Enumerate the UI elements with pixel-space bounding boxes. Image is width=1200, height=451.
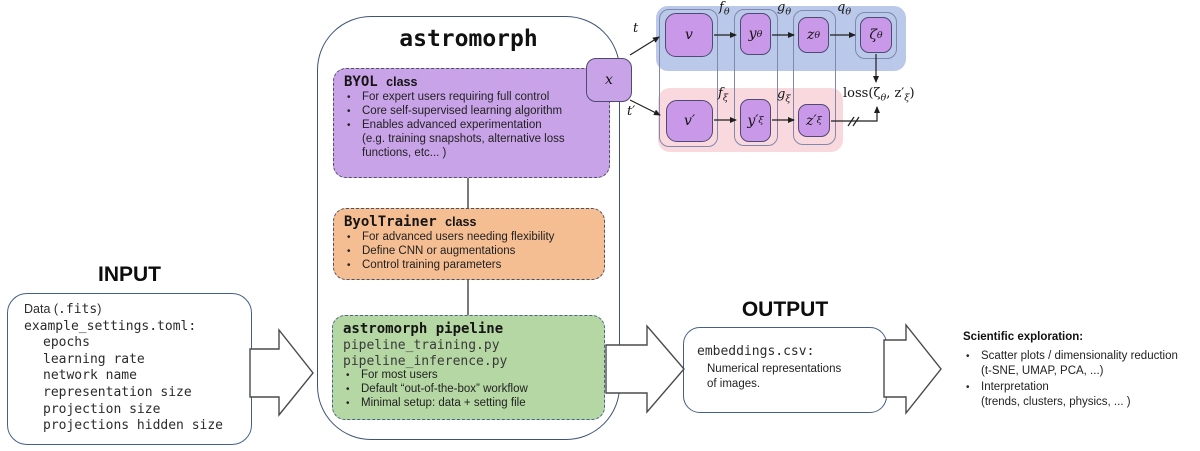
input-data-file: .fits — [58, 302, 98, 317]
pipeline-file: pipeline_inference.py — [343, 353, 508, 369]
byol-class-box: BYOL class •For expert users requiring f… — [333, 68, 610, 178]
trainer-bullet: •Control training parameters — [344, 259, 595, 273]
block-arrow-input-to-astromorph — [249, 327, 314, 417]
byol-bullet: •For expert users requiring full control — [344, 91, 600, 105]
astromorph-title: astromorph — [399, 26, 538, 52]
pipeline-bullet: •Minimal setup: data + setting file — [343, 397, 595, 411]
projection-column-outline — [793, 10, 836, 145]
byol-class-name: BYOL — [344, 74, 378, 90]
exploration-bullet: •Scatter plots / dimensionality reductio… — [963, 349, 1200, 380]
node-v-prime: v′ — [666, 100, 713, 142]
pipeline-heading: astromorph pipeline — [343, 321, 504, 337]
byol-class-heading: BYOL class — [344, 74, 600, 91]
stop-gradient-slash — [852, 116, 860, 127]
pipeline-bullet: •For most users — [343, 369, 595, 383]
input-data-line: Data (.fits) — [24, 302, 251, 319]
trainer-bullet: •For advanced users needing flexibility — [344, 231, 595, 245]
bullet-icon: • — [346, 383, 350, 395]
input-setting: network name — [43, 368, 137, 384]
view-column-outline — [659, 9, 718, 147]
node-z-prime-xi: z′ξ — [798, 104, 830, 137]
bullet-icon: • — [347, 92, 351, 103]
node-v: v — [665, 13, 713, 57]
scientific-exploration: Scientific exploration: •Scatter plots /… — [963, 330, 1200, 411]
edge-label-q-theta: qθ — [837, 0, 852, 18]
bullet-icon: • — [966, 351, 970, 362]
byol-class-type: class — [386, 75, 418, 89]
input-settings-file: example_settings.toml: — [24, 318, 197, 334]
byoltrainer-class-type: class — [445, 215, 477, 229]
pipeline-box: astromorph pipeline pipeline_training.py… — [332, 315, 605, 420]
input-title: INPUT — [98, 263, 161, 286]
aug-label-t: t — [633, 21, 639, 36]
output-box: embeddings.csv: Numerical representation… — [683, 327, 887, 413]
bullet-icon: • — [347, 105, 351, 117]
arrow-x-to-v — [629, 36, 660, 56]
node-x: x — [586, 58, 632, 102]
edge-label-g-theta: gθ — [777, 0, 792, 18]
trainer-bullet: •Define CNN or augmentations — [344, 245, 595, 259]
aug-label-t-prime: t′ — [627, 104, 636, 119]
input-data-prefix: Data ( — [24, 302, 59, 316]
output-title: OUTPUT — [741, 298, 829, 321]
pipeline-bullet: •Default “out-of-the-box” workflow — [343, 383, 595, 397]
input-data-suffix: ) — [97, 302, 102, 316]
exploration-bullet: •Interpretation (trends, clusters, physi… — [963, 380, 1200, 411]
edge-label-f-theta: fθ — [719, 0, 730, 18]
byol-bullet: •Enables advanced experimentation (e.g. … — [344, 119, 600, 161]
input-setting: projection size — [43, 401, 161, 417]
byoltrainer-class-box: ByolTrainer class •For advanced users ne… — [333, 208, 605, 280]
edge-label-f-xi: fξ — [718, 86, 729, 104]
output-description: Numerical representations of images. — [707, 363, 842, 390]
input-setting: epochs — [43, 335, 90, 351]
input-box: Data (.fits) example_settings.toml: epoc… — [7, 293, 252, 445]
node-y-prime-xi: y′ξ — [740, 99, 771, 142]
output-file: embeddings.csv: — [697, 344, 815, 359]
input-setting: learning rate — [43, 351, 145, 367]
exploration-heading: Scientific exploration: — [963, 331, 1084, 343]
byoltrainer-class-heading: ByolTrainer class — [344, 214, 595, 231]
block-arrow-output-to-exploration — [883, 322, 942, 416]
representation-column-outline — [734, 9, 778, 146]
bullet-icon: • — [966, 381, 970, 393]
edge-label-g-xi: gξ — [777, 87, 791, 105]
bullet-icon: • — [347, 245, 351, 257]
stop-gradient-slash — [847, 116, 855, 127]
byol-bullet: •Core self-supervised learning algorithm — [344, 105, 600, 119]
bullet-icon: • — [346, 370, 350, 381]
byoltrainer-class-name: ByolTrainer — [344, 214, 437, 230]
bullet-icon: • — [347, 259, 351, 271]
loss-label: loss(ζθ, z′ξ) — [843, 86, 915, 104]
input-setting: representation size — [43, 384, 192, 400]
bullet-icon: • — [347, 119, 351, 131]
input-setting: projections hidden size — [43, 418, 224, 434]
bullet-icon: • — [346, 397, 350, 409]
bullet-icon: • — [347, 232, 351, 243]
pipeline-file: pipeline_training.py — [343, 338, 500, 353]
